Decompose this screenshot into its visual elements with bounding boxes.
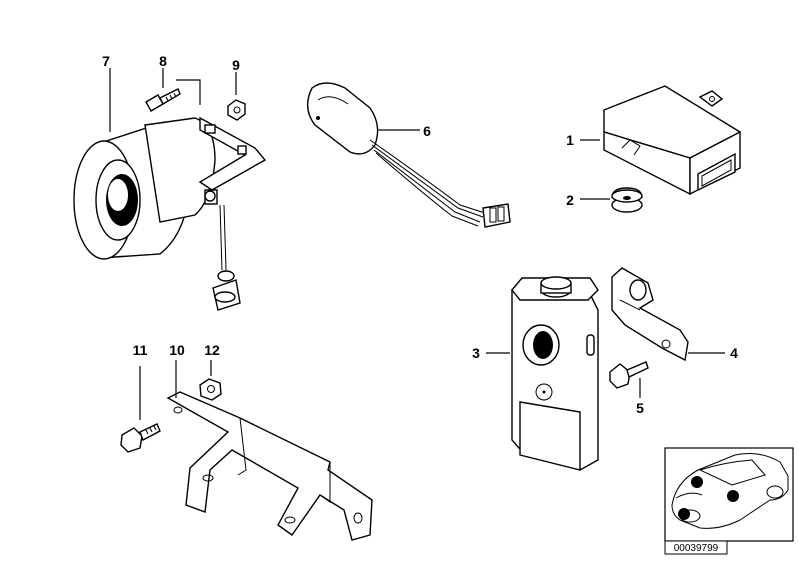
part-label-8: 8 [159, 53, 167, 69]
part-3-siren-unit [511, 276, 599, 471]
part-6-sensor-module [307, 82, 511, 228]
part-5-bolt [609, 361, 649, 389]
part-8-bolt [145, 88, 181, 112]
reference-code: 00039799 [674, 543, 719, 554]
part-11-bolt [120, 423, 161, 453]
part-12-nut [199, 378, 222, 401]
part-label-4: 4 [730, 345, 738, 361]
vehicle-location-inset: 00039799 [664, 447, 794, 555]
part-label-6: 6 [423, 123, 431, 139]
part-label-1: 1 [566, 132, 574, 148]
part-label-7: 7 [102, 53, 110, 69]
part-4-bracket [611, 267, 689, 362]
part-1-control-unit [603, 85, 742, 196]
part-2-grommet [611, 187, 643, 213]
part-label-11: 11 [133, 342, 148, 358]
part-label-3: 3 [472, 345, 480, 361]
part-9-nut [227, 99, 246, 121]
part-7-siren-horn [73, 116, 267, 311]
part-label-2: 2 [566, 192, 574, 208]
part-10-mounting-bracket [166, 391, 373, 541]
part-label-9: 9 [232, 57, 240, 73]
part-label-5: 5 [636, 400, 644, 416]
part-label-10: 10 [169, 342, 185, 358]
part-label-12: 12 [204, 342, 220, 358]
